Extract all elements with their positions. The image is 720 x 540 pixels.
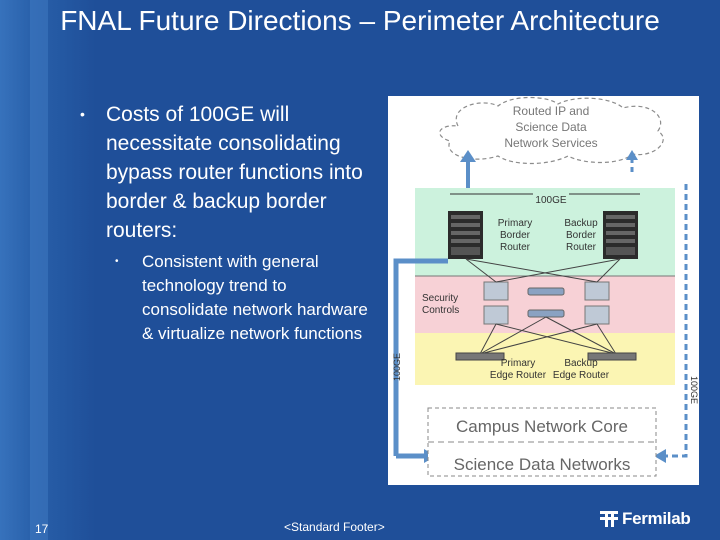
arrow-right-dashed [663, 184, 688, 458]
primary-edge-router [455, 352, 505, 361]
fermilab-logo: Fermilab [600, 507, 700, 531]
bullet-sub-glyph: • [115, 256, 119, 267]
campus-network-core: Campus Network Core [456, 417, 628, 436]
standard-footer: <Standard Footer> [284, 520, 385, 534]
slide-title: FNAL Future Directions – Perimeter Archi… [60, 5, 660, 36]
firewall-right [584, 281, 610, 325]
services-cloud [439, 96, 664, 165]
backup-border-label-1: Backup [564, 218, 598, 229]
fermilab-icon [600, 511, 618, 527]
link-100ge-top: 100GE [535, 195, 566, 206]
arrow-right-head [654, 449, 666, 463]
primary-border-label-2: Border [500, 230, 531, 241]
backup-border-router-chassis [603, 211, 638, 259]
link-100ge-right: 100GE [689, 376, 699, 404]
perimeter-architecture-diagram: Routed IP and Science Data Network Servi… [388, 96, 699, 485]
slide-number: 17 [35, 522, 49, 536]
link-100ge-left: 100GE [392, 353, 402, 381]
cloud-label-line2: Science Data [515, 120, 587, 134]
backup-edge-label-2: Edge Router [553, 370, 610, 381]
backup-border-label-2: Border [566, 230, 597, 241]
bullet-glyph: • [80, 106, 85, 122]
primary-border-label-3: Router [500, 242, 531, 253]
backup-edge-router [587, 352, 637, 361]
primary-edge-label-1: Primary [501, 358, 535, 369]
security-label-1: Security [422, 293, 458, 304]
bullet-main-text: Costs of 100GE will necessitate consolid… [106, 103, 363, 242]
science-data-networks: Science Data Networks [454, 455, 631, 474]
backup-border-label-3: Router [566, 242, 597, 253]
primary-edge-label-2: Edge Router [490, 370, 547, 381]
fermilab-logo-text: Fermilab [622, 509, 691, 528]
primary-border-label-1: Primary [498, 218, 532, 229]
arrow-up-left-head [460, 150, 476, 162]
background-stripe [0, 0, 95, 540]
cloud-label-line3: Network Services [504, 136, 597, 150]
background-stripe-accent [30, 0, 48, 540]
arrow-dashed-right-head [626, 150, 638, 160]
arrow-left-100ge [393, 258, 448, 456]
security-zone [415, 276, 675, 333]
interconnect-lines [465, 258, 621, 355]
backup-edge-label-1: Backup [564, 358, 598, 369]
security-label-2: Controls [422, 305, 459, 316]
cloud-label-line1: Routed IP and [513, 104, 590, 118]
bullet-sub-text: Consistent with general technology trend… [142, 252, 368, 343]
primary-border-router-chassis [448, 211, 483, 259]
